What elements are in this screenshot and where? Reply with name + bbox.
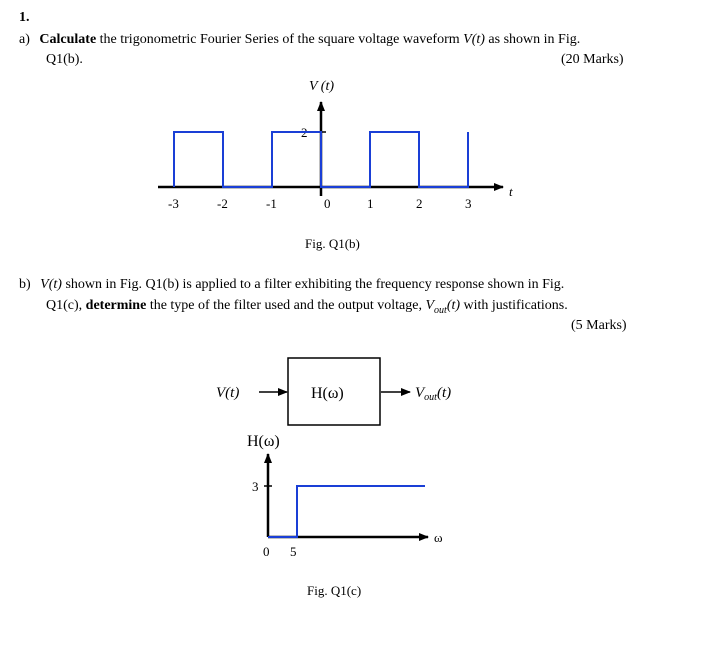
fig-c-response-line (268, 485, 425, 538)
fig-c-x-tick-5: 5 (290, 544, 297, 559)
filter-block (287, 357, 381, 426)
part-a-line-1: a) Calculate the trigonometric Fourier S… (19, 32, 580, 48)
fig-b-x-tick-label: 2 (416, 196, 423, 211)
part-a-text-3: Q1(b). (46, 52, 83, 67)
fig-b-y-label: V (t) (309, 79, 334, 94)
block-output-label: Vout(t) (415, 385, 451, 403)
part-a-text-2: as shown in Fig. (488, 32, 581, 47)
fig-b-x-tick-label: -3 (168, 196, 179, 211)
part-b-marks: (5 Marks) (571, 318, 627, 333)
fig-b-x-ticks: -3 -2 -1 0 1 2 3 (168, 196, 472, 211)
fig-b-x-label: t (509, 184, 513, 199)
fig-b-x-tick-label: 3 (465, 196, 472, 211)
fig-b-x-tick-label: -1 (266, 196, 277, 211)
part-b-line-1: b) V(t) shown in Fig. Q1(b) is applied t… (19, 277, 564, 293)
filter-block-label: H(ω) (311, 385, 344, 402)
part-b-output-symbol: Vout(t) (425, 298, 461, 316)
fig-c-x-tick-0: 0 (263, 544, 270, 559)
part-b-verb: determine (85, 298, 147, 313)
question-number: 1. (19, 10, 30, 25)
part-a-label: a) (19, 32, 30, 47)
part-b-label: b) (19, 277, 31, 292)
part-b-text-1: shown in Fig. Q1(b) is applied to a filt… (65, 277, 565, 292)
fig-c-y-label: H(ω) (247, 433, 280, 450)
fig-b-x-tick-label: -2 (217, 196, 228, 211)
fig-b-series-line (173, 131, 469, 188)
part-a-signal: V(t) (463, 32, 485, 47)
part-b-signal: V(t) (40, 277, 62, 292)
fig-c-y-tick-label: 3 (252, 479, 259, 494)
fig-b-caption: Fig. Q1(b) (305, 236, 360, 251)
part-a-verb: Calculate (39, 32, 97, 47)
fig-b-x-tick-label: 1 (367, 196, 374, 211)
part-b-text-2c: with justifications. (463, 298, 568, 313)
part-a-marks: (20 Marks) (561, 52, 624, 67)
fig-c-x-label: ω (434, 530, 443, 545)
part-b-line-2: Q1(c), determine the type of the filter … (46, 298, 568, 316)
part-b-text-2a: Q1(c), (46, 298, 83, 313)
block-input-label: V(t) (216, 385, 239, 401)
part-a-text-1: the trigonometric Fourier Series of the … (99, 32, 460, 47)
part-b-text-2b: the type of the filter used and the outp… (149, 298, 422, 313)
fig-b-x-tick-label: 0 (324, 196, 331, 211)
fig-c-caption: Fig. Q1(c) (307, 583, 361, 598)
